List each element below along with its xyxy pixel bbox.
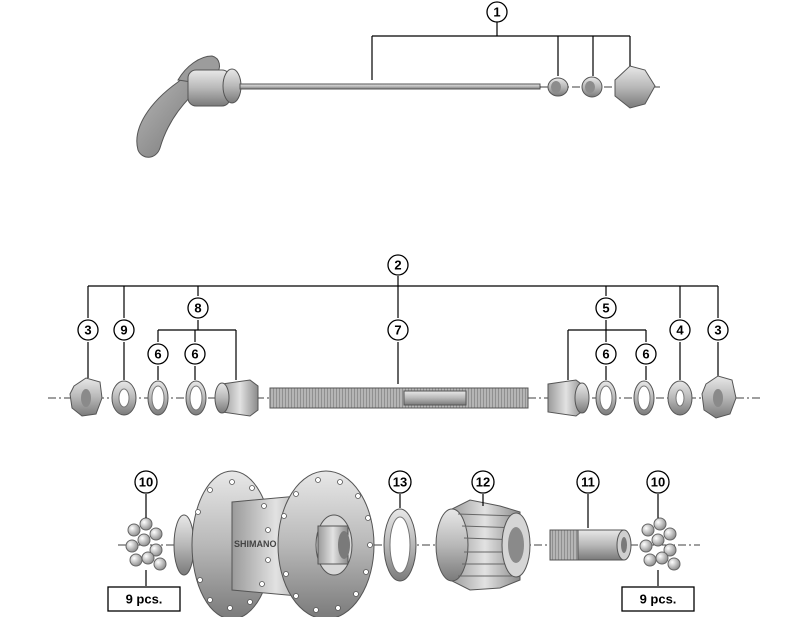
callout-8-leader [157, 320, 237, 380]
callout-6-d: 6 [635, 343, 657, 365]
lock-nut-right [701, 375, 737, 419]
hub-axle [269, 387, 529, 409]
spacer-6a [147, 380, 169, 416]
callout-9: 9 [113, 319, 135, 341]
quick-release-assembly [136, 22, 660, 158]
svg-text:6: 6 [602, 347, 609, 362]
svg-text:3: 3 [84, 323, 91, 338]
ball-count-label-right: 9 pcs. [621, 586, 695, 612]
spacer-6d [633, 380, 655, 416]
callout-3-right: 3 [707, 319, 729, 341]
callout-5-leader [567, 320, 647, 380]
hub-body-section: SHIMANO [118, 470, 700, 617]
steel-balls-left [125, 517, 167, 571]
spacer-6c [595, 380, 617, 416]
svg-text:10: 10 [139, 475, 153, 490]
hub-logo-text: SHIMANO [234, 539, 277, 549]
qr-skewer-rod [239, 83, 541, 90]
svg-text:1: 1 [493, 5, 500, 20]
svg-text:8: 8 [194, 301, 201, 316]
steel-balls-right [639, 517, 681, 571]
svg-text:5: 5 [602, 301, 609, 316]
callout-7: 7 [387, 319, 409, 341]
callout-2-leader [87, 276, 719, 318]
freehub-sleeve [549, 529, 632, 561]
freehub-body [435, 499, 531, 591]
callout-12: 12 [471, 470, 495, 494]
lock-nut-left [69, 377, 103, 417]
callout-11: 11 [576, 470, 600, 494]
svg-text:7: 7 [394, 323, 401, 338]
qr-cam-face [222, 68, 242, 104]
svg-text:12: 12 [476, 475, 490, 490]
freehub-spacer [383, 508, 417, 582]
qr-conical-spring-right [581, 76, 603, 98]
callout-10-right: 10 [646, 470, 670, 494]
callout-1-leader [371, 22, 631, 80]
washer-9 [111, 380, 137, 416]
callout-6-right-leaders [605, 366, 647, 380]
hub-axle-set [48, 276, 760, 419]
svg-text:11: 11 [581, 475, 595, 490]
cone-left [214, 379, 259, 417]
callout-1: 1 [486, 1, 508, 23]
callout-8: 8 [187, 297, 209, 319]
svg-text:3: 3 [714, 323, 721, 338]
callout-6-a: 6 [147, 343, 169, 365]
svg-text:9 pcs.: 9 pcs. [640, 592, 677, 607]
callout-6-left-leaders [157, 366, 196, 380]
svg-text:6: 6 [191, 347, 198, 362]
hub-shell: SHIMANO [173, 470, 375, 617]
qr-conical-spring-left [547, 77, 569, 97]
spacer-6b [185, 380, 207, 416]
svg-text:6: 6 [642, 347, 649, 362]
callout-10-left: 10 [134, 470, 158, 494]
svg-text:9 pcs.: 9 pcs. [126, 592, 163, 607]
callout-4: 4 [669, 319, 691, 341]
callout-6-b: 6 [184, 343, 206, 365]
callout-3-left: 3 [77, 319, 99, 341]
qr-adjusting-nut [614, 65, 656, 109]
callout-6-c: 6 [595, 343, 617, 365]
svg-text:13: 13 [393, 475, 407, 490]
ball-count-label-left: 9 pcs. [107, 586, 181, 612]
callout-13: 13 [388, 470, 412, 494]
svg-text:2: 2 [394, 258, 401, 273]
washer-4 [667, 380, 693, 416]
callout-5: 5 [595, 297, 617, 319]
svg-text:9: 9 [120, 323, 127, 338]
svg-text:4: 4 [676, 323, 684, 338]
svg-text:10: 10 [651, 475, 665, 490]
callout-2: 2 [387, 254, 409, 276]
cone-right [547, 379, 590, 417]
svg-text:6: 6 [154, 347, 161, 362]
